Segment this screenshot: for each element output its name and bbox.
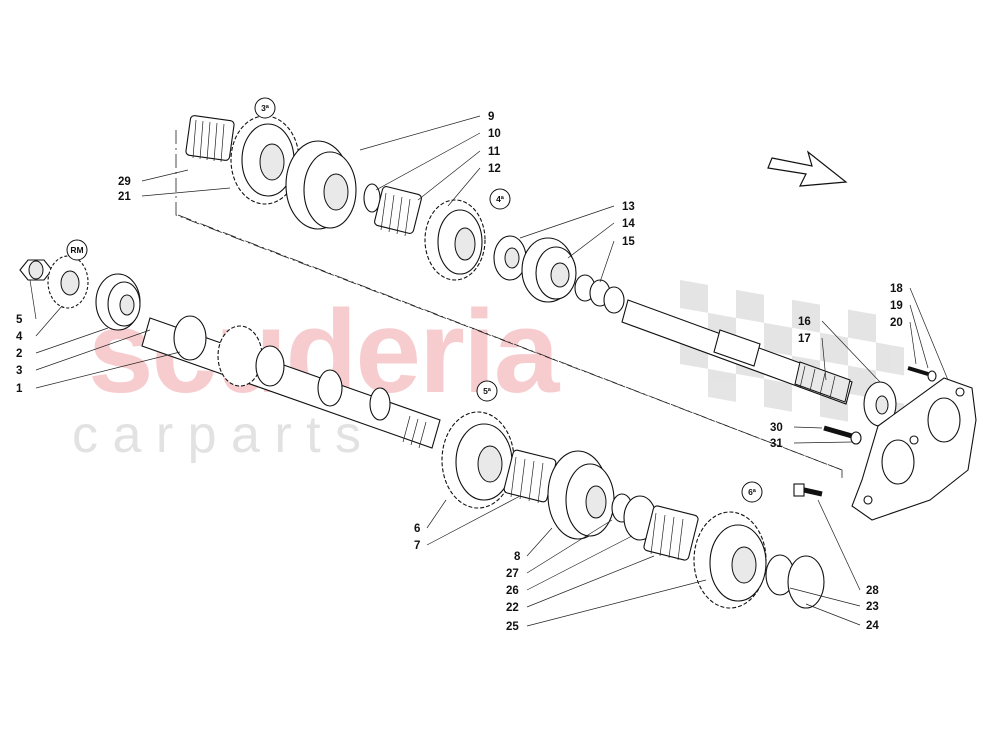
spacer-13 xyxy=(493,235,527,281)
gear-4th xyxy=(424,199,486,281)
part-label-27: 27 xyxy=(506,568,519,580)
part-label-6: 6 xyxy=(414,523,420,535)
main-shaft-output xyxy=(621,299,853,405)
part-label-14: 14 xyxy=(622,218,635,230)
part-label-25: 25 xyxy=(506,621,519,633)
svg-text:6ª: 6ª xyxy=(748,487,757,497)
svg-text:5ª: 5ª xyxy=(483,386,492,396)
watermark-tagline: c a r p a r t s xyxy=(72,406,361,464)
input-shaft-1 xyxy=(141,315,441,449)
shims-15 xyxy=(574,274,625,314)
gear-3rd xyxy=(230,115,300,205)
leader-lines xyxy=(29,115,949,627)
part-label-1: 1 xyxy=(16,383,23,395)
part-label-8: 8 xyxy=(514,551,521,563)
part-label-29: 29 xyxy=(118,176,131,188)
part-label-16: 16 xyxy=(798,316,811,328)
needle-bearing-22 xyxy=(643,505,699,561)
part-label-19: 19 xyxy=(890,300,903,312)
nut-5 xyxy=(19,259,53,281)
svg-text:RM: RM xyxy=(70,245,83,255)
gear-6th xyxy=(693,511,767,609)
part-label-2: 2 xyxy=(16,348,22,360)
part-label-11: 11 xyxy=(488,146,501,158)
bolt-30 xyxy=(823,425,862,445)
needle-bearing-11 xyxy=(374,186,422,237)
bolt-28 xyxy=(793,483,823,497)
part-label-26: 26 xyxy=(506,585,519,597)
part-label-18: 18 xyxy=(890,283,903,295)
rings-23-24 xyxy=(765,554,825,609)
gear-rm xyxy=(47,255,89,309)
section-markers: 3ª 4ª RM 5ª 6ª xyxy=(66,97,763,503)
part-label-21: 21 xyxy=(118,191,131,203)
part-label-20: 20 xyxy=(890,317,903,329)
part-labels: 29 21 9 10 11 12 13 14 15 5 4 2 3 1 16 1… xyxy=(16,111,903,633)
part-label-13: 13 xyxy=(622,201,635,213)
part-label-17: 17 xyxy=(798,333,811,345)
part-label-4: 4 xyxy=(16,331,23,343)
section-marker-4th: 4ª xyxy=(489,188,511,210)
part-label-12: 12 xyxy=(488,163,501,175)
section-marker-rm: RM xyxy=(66,239,88,261)
screw-20 xyxy=(907,366,937,382)
bearing-2 xyxy=(95,273,141,331)
section-marker-6th: 6ª xyxy=(741,481,763,503)
nut-16 xyxy=(863,381,897,427)
part-label-23: 23 xyxy=(866,601,879,613)
svg-text:4ª: 4ª xyxy=(496,194,505,204)
gear-5th xyxy=(441,411,515,509)
part-label-15: 15 xyxy=(622,236,635,248)
assembly-axis-diagonal xyxy=(177,214,843,471)
direction-arrow-icon xyxy=(767,150,848,187)
cover-plate-18 xyxy=(851,377,977,521)
synchro-sleeve-8 xyxy=(547,450,615,540)
part-label-31: 31 xyxy=(770,438,783,450)
part-label-5: 5 xyxy=(16,314,23,326)
synchro-sleeve-9 xyxy=(285,140,357,230)
part-label-22: 22 xyxy=(506,602,519,614)
needle-bearing-29 xyxy=(185,115,235,163)
part-label-3: 3 xyxy=(16,365,22,377)
section-marker-5th: 5ª xyxy=(476,380,498,402)
part-label-10: 10 xyxy=(488,128,501,140)
bearing-14 xyxy=(521,237,577,303)
svg-text:3ª: 3ª xyxy=(261,103,270,113)
part-label-30: 30 xyxy=(770,422,783,434)
section-marker-3rd: 3ª xyxy=(254,97,276,119)
part-label-28: 28 xyxy=(866,585,879,597)
part-label-9: 9 xyxy=(488,111,494,123)
part-label-24: 24 xyxy=(866,620,879,632)
part-label-7: 7 xyxy=(414,540,420,552)
